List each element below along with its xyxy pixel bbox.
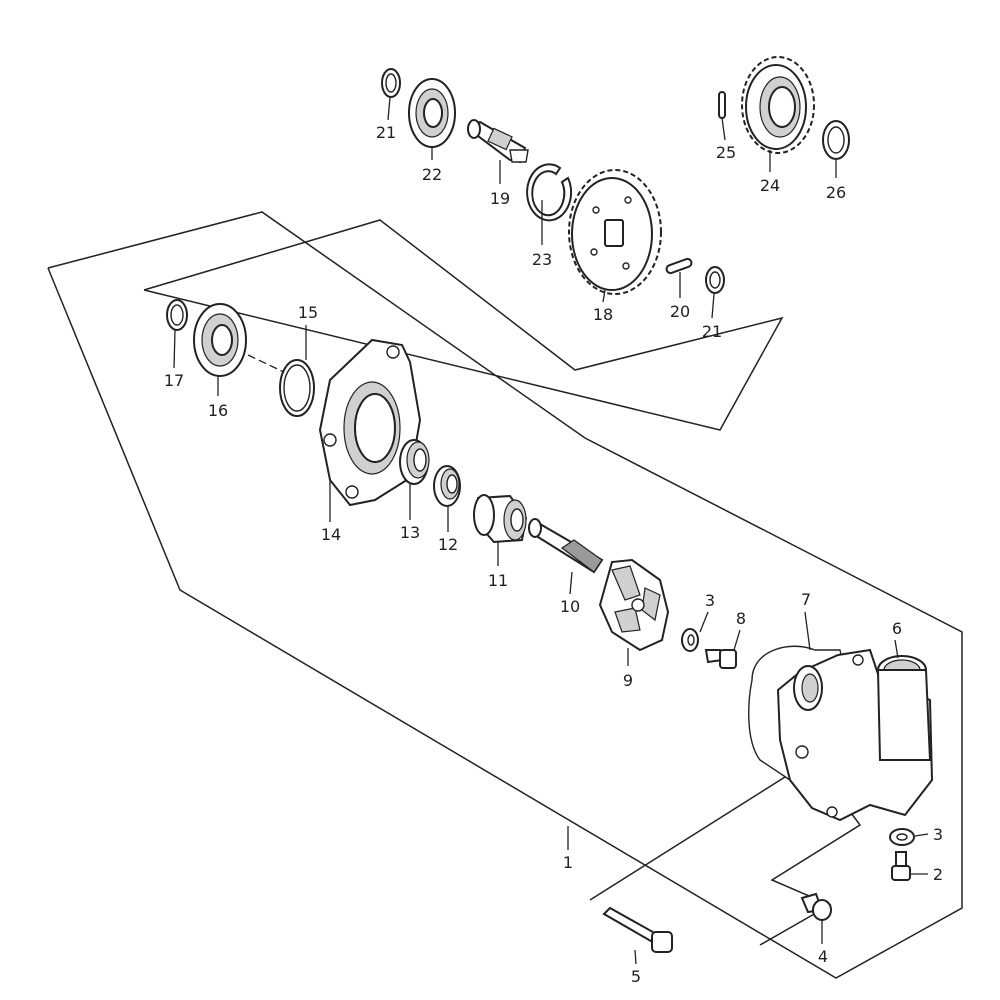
label-16: 16 [208,401,228,420]
label-21-top: 21 [376,123,396,142]
label-15: 15 [298,303,318,322]
label-22: 22 [422,165,442,184]
part-11-mechanical-seal [473,494,528,544]
part-20-pin [665,257,693,275]
leader-lines [173,96,929,965]
label-11: 11 [488,571,508,590]
part-25-pin [718,91,726,119]
label-21-right: 21 [702,322,722,341]
part-10-pump-shaft [528,518,604,574]
part-24-idle-gear [741,56,815,154]
label-10: 10 [560,597,580,616]
label-4: 4 [818,947,828,966]
part-19-kick-shaft [467,119,529,164]
assembly-1-boundary [47,211,963,979]
part-17-circlip [166,299,188,331]
label-6: 6 [892,619,902,638]
part-21-circlip-top [381,68,401,98]
label-23: 23 [532,250,552,269]
part-14-pump-cover [318,338,422,507]
label-7: 7 [801,590,811,609]
label-19: 19 [490,189,510,208]
part-23-snap-ring [526,163,573,222]
part-9-impeller [598,558,670,652]
label-14: 14 [321,525,341,544]
label-25: 25 [716,143,736,162]
label-5: 5 [631,967,641,986]
part-21-circlip-right [705,266,725,294]
label-3-right: 3 [933,825,943,844]
part-3-washer-right [889,828,915,846]
subassembly-boundary [143,219,784,431]
part-8-bolt [704,649,737,669]
label-26: 26 [826,183,846,202]
label-8: 8 [736,609,746,628]
part-13-bushing [399,439,430,485]
label-24: 24 [760,176,780,195]
part-2-bolt [891,851,911,881]
part-5-long-bolt [602,906,673,953]
part-labels: 21 22 19 23 18 20 21 25 24 26 17 16 15 1… [164,123,943,986]
label-12: 12 [438,535,458,554]
part-12-seal [433,465,461,507]
label-3-top: 3 [705,591,715,610]
label-2: 2 [933,865,943,884]
label-1: 1 [563,853,573,872]
label-17: 17 [164,371,184,390]
part-26-washer [822,120,850,160]
part-4-bolt [800,892,832,921]
label-18: 18 [593,305,613,324]
part-22-bearing [408,78,456,148]
label-13: 13 [400,523,420,542]
part-18-drive-gear [568,169,662,295]
part-15-o-ring [279,359,315,417]
label-9: 9 [623,671,633,690]
part-3-washer-impeller [681,628,699,652]
part-16-bearing [193,303,247,377]
part-6-pump-housing [776,648,934,822]
label-20: 20 [670,302,690,321]
